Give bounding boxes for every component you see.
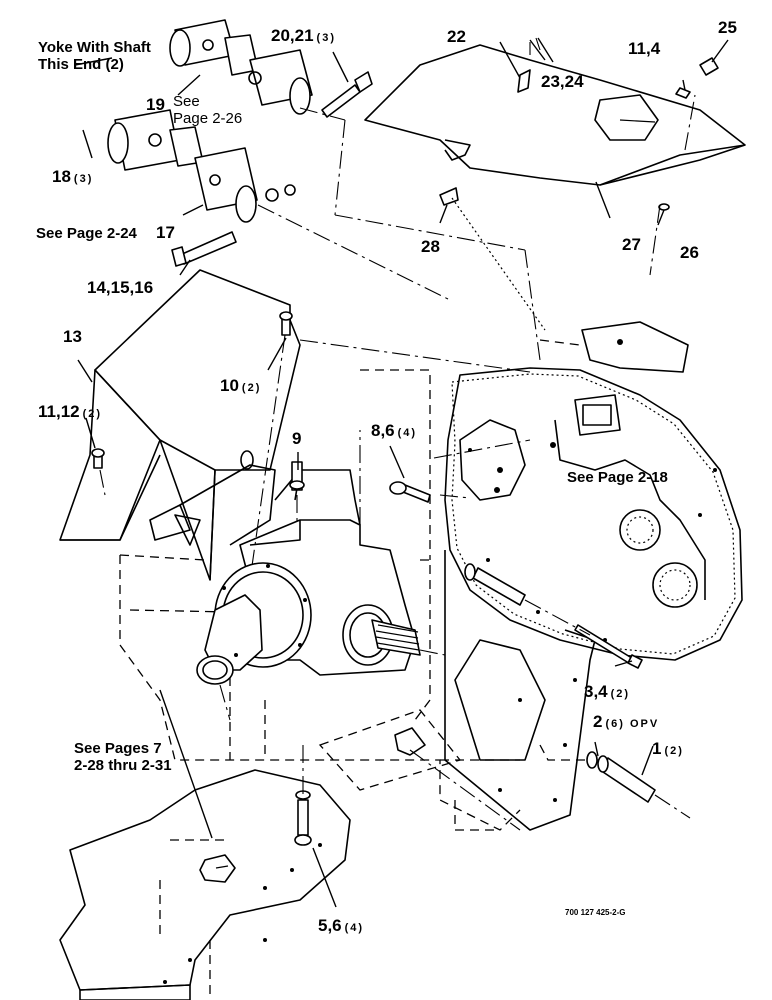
driveline-upper <box>169 19 346 121</box>
callout-27: 27 <box>622 235 641 254</box>
callout-25: 25 <box>718 18 737 37</box>
leader-arrows <box>74 37 729 908</box>
callout-3-4: 3,4(2) <box>584 682 631 701</box>
callout-9: 9 <box>292 429 302 448</box>
callout-11-4: 11,4 <box>628 39 661 58</box>
callout-8-6: 8,6(4) <box>371 421 418 440</box>
driveline-lower <box>107 109 451 301</box>
callout-26: 26 <box>680 243 699 262</box>
drawing-number: 700 127 425-2-G <box>565 908 626 917</box>
fasteners <box>91 37 719 846</box>
guard-13 <box>59 269 301 581</box>
shield-27 <box>364 44 746 186</box>
note-see-page-2-18: See Page 2-18 <box>567 469 668 486</box>
callout-19: 19 <box>146 95 165 114</box>
support-frame <box>59 769 351 1000</box>
center-lines <box>99 119 661 831</box>
callout-20-21: 20,21(3) <box>271 26 336 45</box>
callout-17: 17 <box>156 223 175 242</box>
knob <box>199 854 236 883</box>
note-see-page-2-24: See Page 2-24 <box>36 225 137 242</box>
callout-14-15-16: 14,15,16 <box>87 278 154 297</box>
callout-11-12: 11,12(2) <box>38 402 103 421</box>
callout-23-24: 23,24 <box>541 72 584 91</box>
note-see-page-2-26: See Page 2-26 <box>173 93 243 127</box>
callout-22: 22 <box>447 27 466 46</box>
callout-10: 10(2) <box>220 376 262 395</box>
callout-13: 13 <box>63 327 82 346</box>
callout-18: 18(3) <box>52 167 94 186</box>
callout-1: 1(2) <box>652 739 684 758</box>
chain-case <box>444 321 743 661</box>
note-see-pages-7: See Pages 7 2-28 thru 2-31 <box>74 740 172 774</box>
callout-2: 2(6) OPV <box>593 712 660 731</box>
callout-5-6: 5,6(4) <box>318 916 365 935</box>
note-yoke-with-shaft: Yoke With Shaft This End (2) <box>38 39 151 73</box>
callout-28: 28 <box>421 237 440 256</box>
